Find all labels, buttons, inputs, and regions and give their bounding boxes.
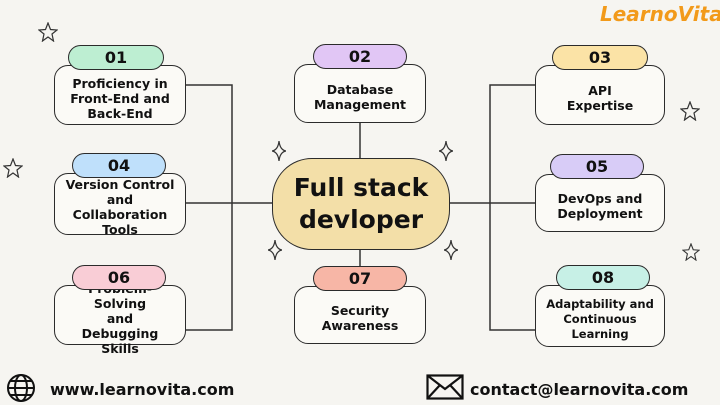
star-outline-icon (680, 101, 700, 121)
sparkle-icon (268, 240, 282, 260)
node-card-08: Adaptability and Continuous Learning (535, 285, 665, 347)
node-card-07: Security Awareness (294, 286, 426, 344)
node-card-06: Problem-Solving and Debugging Skills (54, 281, 186, 356)
node-number-08: 08 (556, 265, 650, 290)
left-bracket-line (186, 84, 233, 331)
node-number-07: 07 (313, 266, 407, 291)
star-outline-icon (38, 22, 58, 42)
node-card-01: Proficiency in Front-End and Back-End (54, 65, 186, 125)
sparkle-icon (444, 240, 458, 260)
star-outline-icon (3, 158, 23, 178)
mail-icon (426, 374, 464, 400)
node-number-01: 01 (68, 45, 164, 70)
email-link[interactable]: contact@learnovita.com (470, 380, 689, 399)
node-card-05: DevOps and Deployment (535, 174, 665, 232)
right-bracket-line (489, 84, 535, 331)
node-card-04: Version Control and Collaboration Tools (54, 173, 186, 237)
node-number-05: 05 (550, 154, 644, 179)
node-number-06: 06 (72, 265, 166, 290)
website-link[interactable]: www.learnovita.com (50, 380, 235, 399)
node-number-04: 04 (72, 153, 166, 178)
brand-logo: LearnoVita (600, 2, 720, 26)
node-number-03: 03 (552, 45, 648, 70)
center-node: Full stack devloper (272, 158, 450, 250)
sparkle-icon (272, 141, 286, 161)
sparkle-icon (439, 141, 453, 161)
node-card-02: Database Management (294, 64, 426, 123)
star-outline-icon (682, 243, 700, 261)
globe-icon (7, 374, 35, 402)
node-number-02: 02 (313, 44, 407, 69)
node-card-03: API Expertise (535, 65, 665, 125)
